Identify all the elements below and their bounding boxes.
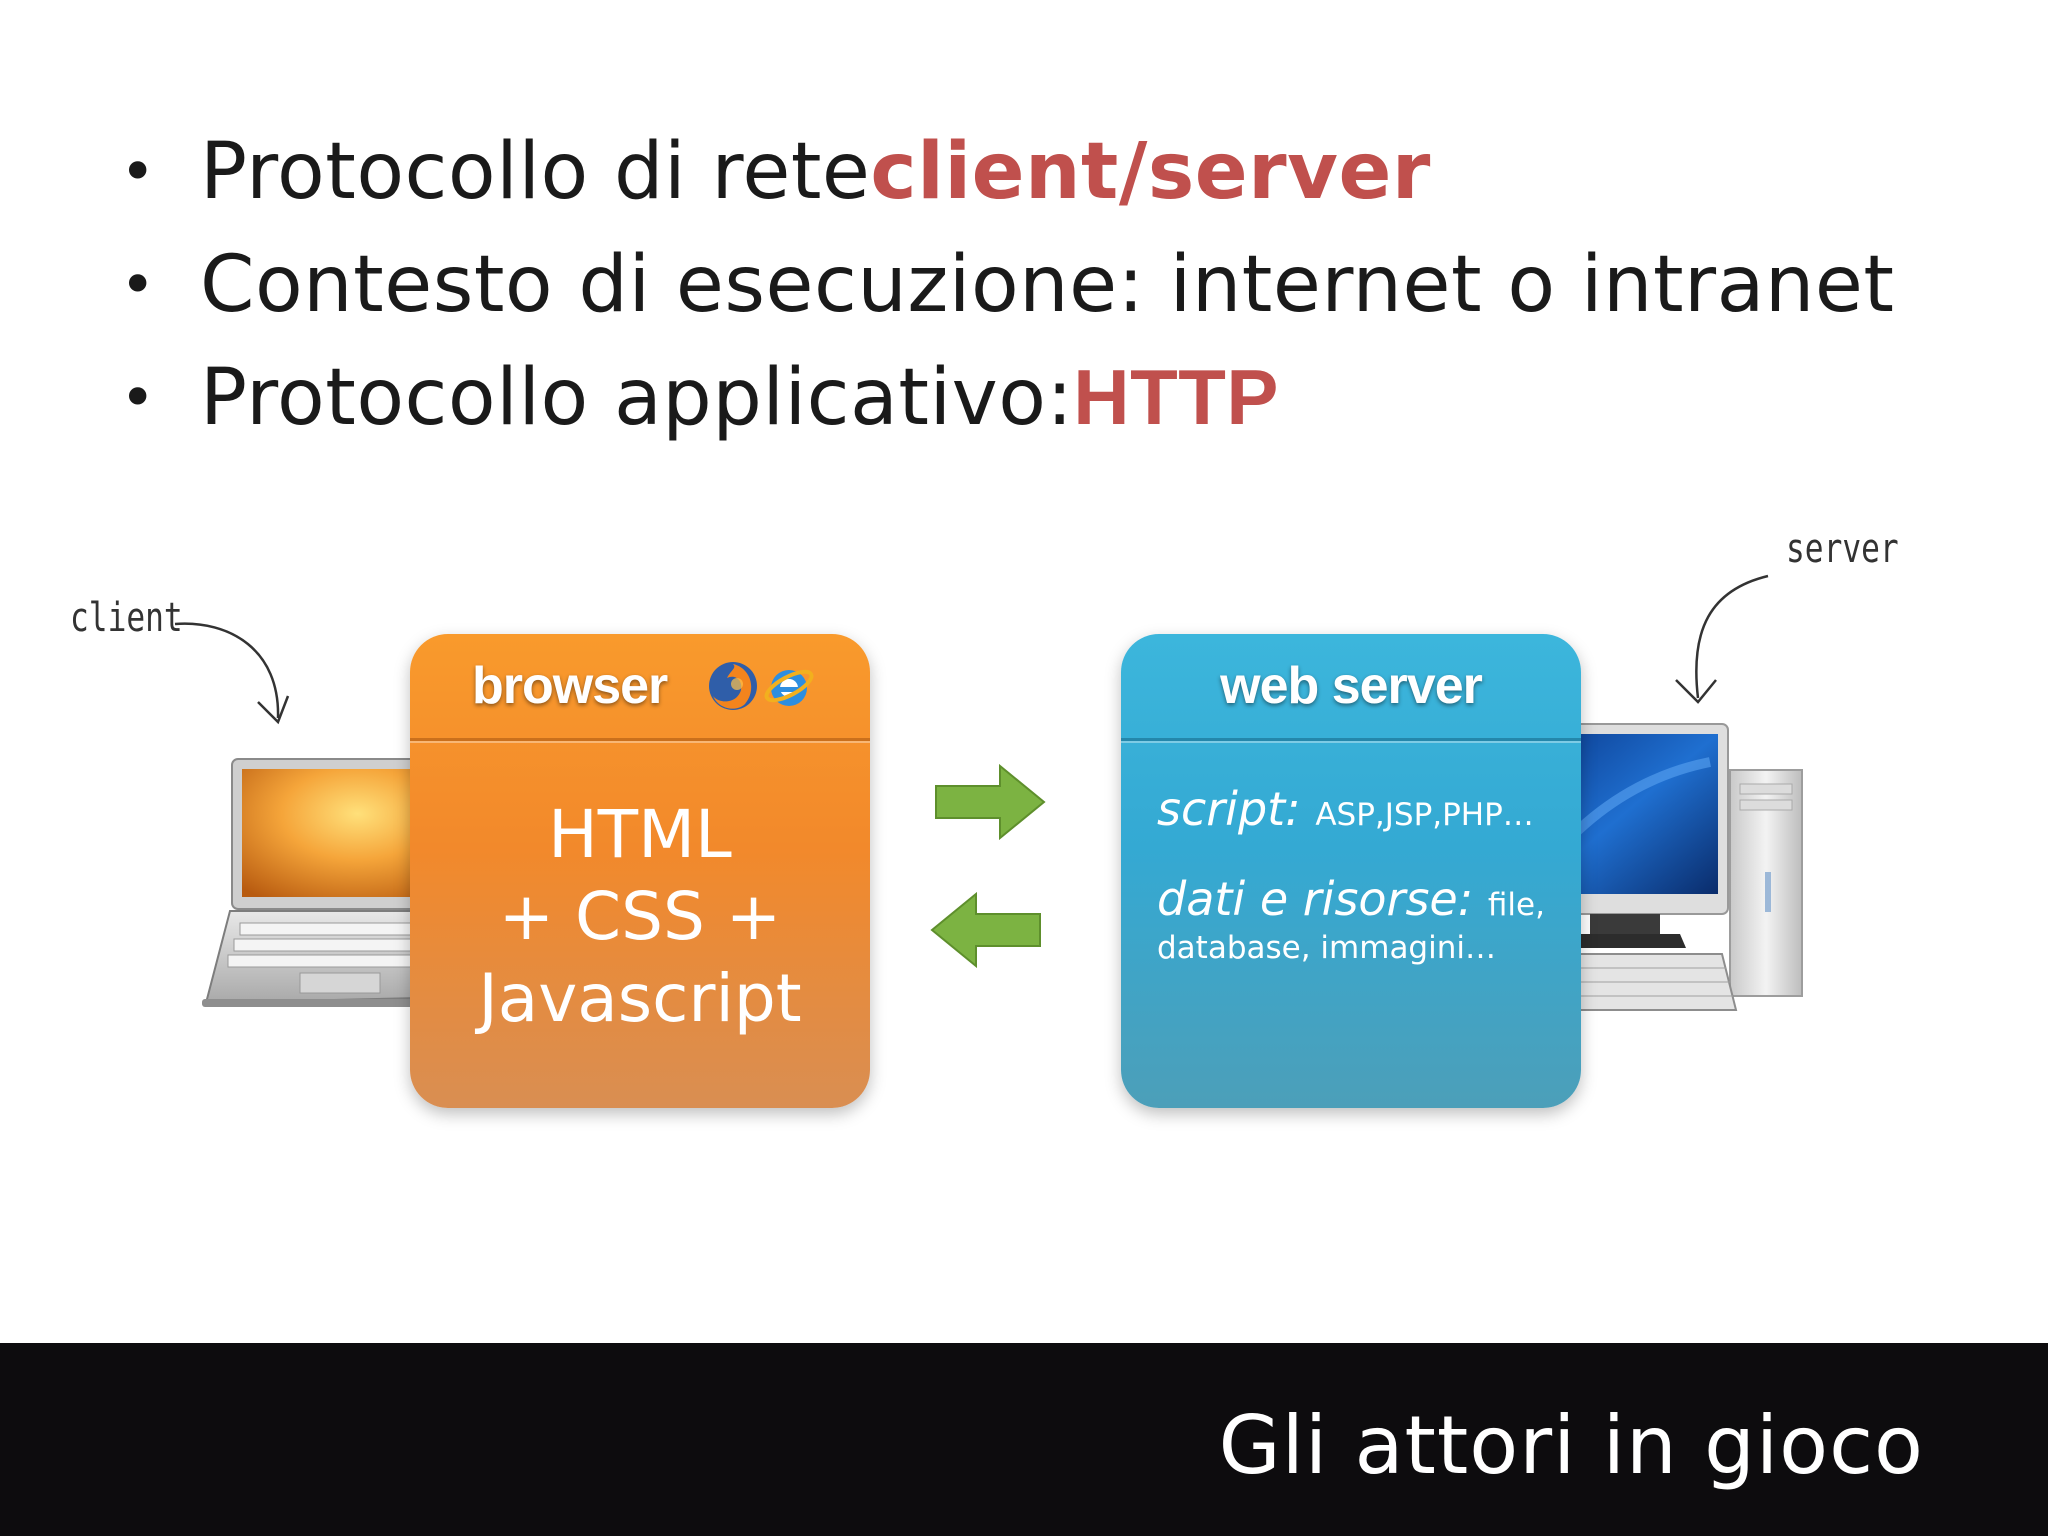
web-server-box: web server script: ASP,JSP,PHP… dati e r… — [1121, 634, 1581, 1108]
browser-technologies: HTML + CSS + Javascript — [410, 794, 870, 1040]
tech-javascript: Javascript — [478, 960, 802, 1037]
bullet-text: Protocollo applicativo: — [200, 352, 1074, 443]
browser-icons — [707, 660, 815, 712]
client-label: client — [70, 595, 183, 641]
tech-html: HTML — [548, 796, 732, 873]
firefox-icon — [709, 662, 758, 710]
data-label: dati e risorse: — [1157, 872, 1474, 926]
arrow-right-icon — [935, 764, 1046, 840]
script-line: script: ASP,JSP,PHP… — [1157, 782, 1545, 836]
bullet-dot: • — [120, 136, 156, 207]
slide-title: Gli attori in gioco — [1218, 1399, 1924, 1492]
browser-box: browser HTML + CSS + Javascript — [410, 634, 870, 1108]
bullet-dot: • — [120, 249, 156, 320]
bullet-text: Contesto di esecuzione: internet o intra… — [200, 239, 1895, 330]
bullet-item-application-protocol: • Protocollo applicativo: HTTP — [120, 341, 1894, 454]
server-pointer-arrow-icon — [1675, 574, 1769, 704]
bullet-item-context: • Contesto di esecuzione: internet o int… — [120, 228, 1894, 341]
web-server-content: script: ASP,JSP,PHP… dati e risorse: fil… — [1157, 782, 1545, 966]
bullet-highlight: client/server — [870, 126, 1431, 217]
arrow-left-icon — [930, 892, 1041, 968]
data-line: dati e risorse: file, — [1157, 872, 1545, 926]
footer-bar: Gli attori in gioco — [0, 1343, 2048, 1536]
web-server-title: web server — [1220, 657, 1483, 715]
bullet-list: • Protocollo di rete client/server • Con… — [120, 115, 1894, 454]
bullet-item-protocol: • Protocollo di rete client/server — [120, 115, 1894, 228]
data-value-more: database, immagini… — [1157, 930, 1496, 966]
web-server-box-header: web server — [1121, 634, 1581, 741]
bullet-dot: • — [120, 362, 156, 433]
client-pointer-arrow-icon — [174, 622, 290, 725]
bullet-text: Protocollo di rete — [200, 126, 871, 217]
internet-explorer-icon — [764, 669, 814, 706]
browser-title: browser — [472, 657, 668, 715]
data-value-file: file, — [1487, 887, 1545, 923]
browser-box-header: browser — [410, 634, 870, 741]
tech-css: + CSS + — [498, 878, 782, 955]
server-label: server — [1786, 526, 1899, 572]
bullet-highlight: HTTP — [1073, 353, 1279, 441]
script-label: script: — [1157, 782, 1301, 836]
script-value: ASP,JSP,PHP… — [1315, 797, 1534, 833]
